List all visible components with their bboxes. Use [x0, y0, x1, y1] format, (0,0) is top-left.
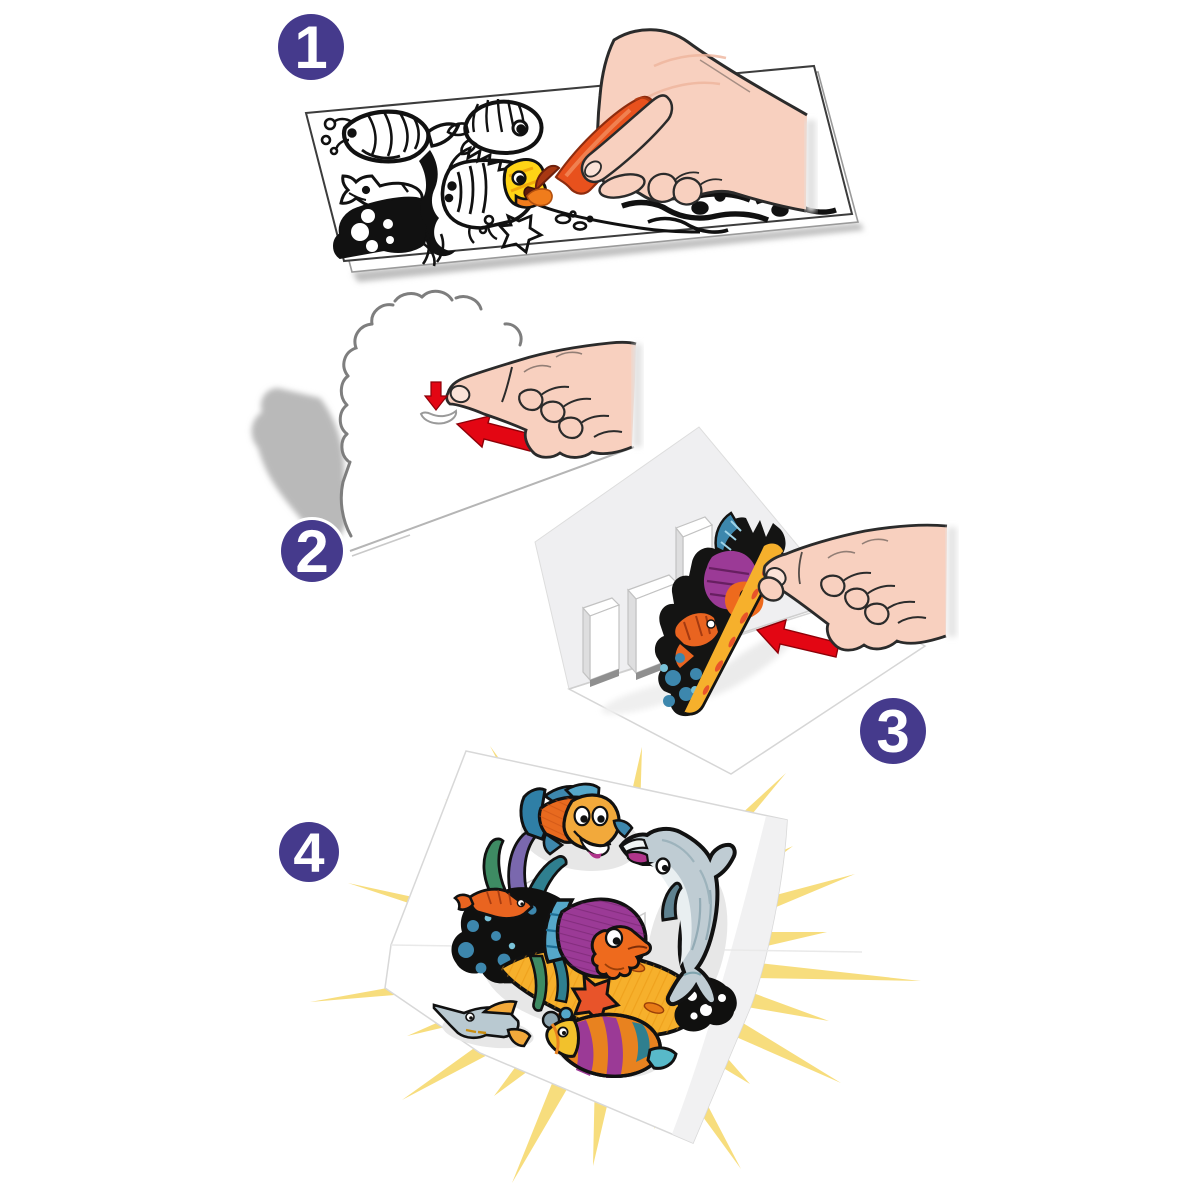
- svg-text:3: 3: [876, 698, 909, 765]
- svg-text:4: 4: [293, 821, 324, 884]
- svg-text:1: 1: [294, 14, 327, 81]
- svg-text:2: 2: [295, 518, 328, 585]
